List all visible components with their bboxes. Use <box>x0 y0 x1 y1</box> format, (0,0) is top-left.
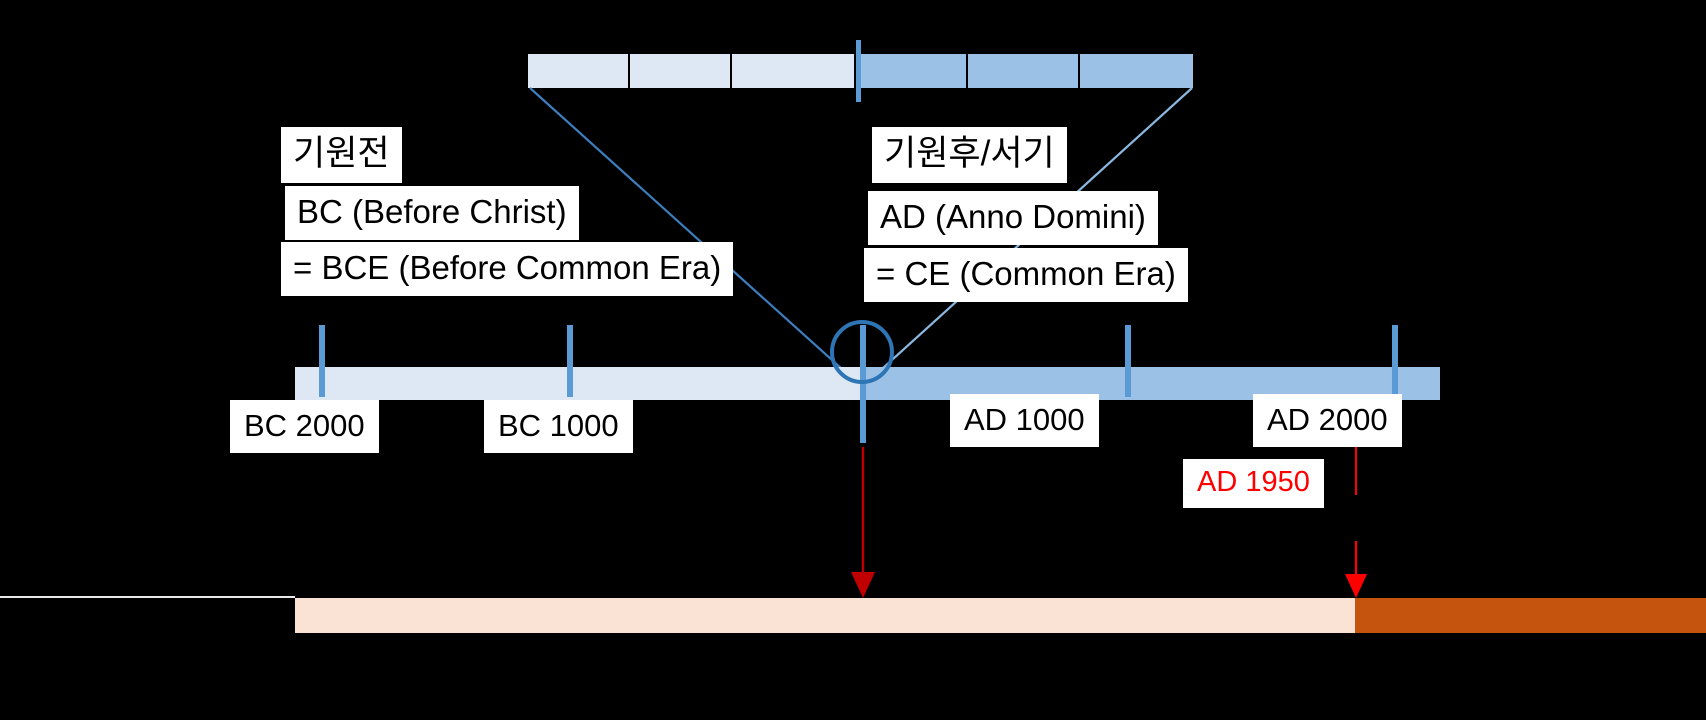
tick-label-bc-1000: BC 1000 <box>484 400 633 453</box>
highlight-label-ad-1950: AD 1950 <box>1183 459 1324 508</box>
timeline-tick-ad-1000 <box>1125 325 1131 397</box>
top-segment-ad-3 <box>1080 54 1193 88</box>
year-zero-circle <box>830 320 894 384</box>
timeline-tick-ad-2000 <box>1392 325 1398 397</box>
top-segment-bc-3 <box>732 54 856 88</box>
era-overview-bar <box>528 54 1193 88</box>
top-segment-bc-1 <box>528 54 630 88</box>
top-segment-ad-2 <box>968 54 1080 88</box>
era-band-after-1950 <box>1355 598 1706 633</box>
timeline-tick-bc-2000 <box>319 325 325 397</box>
callout-bc-line2: = BCE (Before Common Era) <box>281 242 734 296</box>
top-segment-bc-2 <box>630 54 732 88</box>
callout-ad-korean: 기원후/서기 <box>872 127 1067 183</box>
callout-ad-line1: AD (Anno Domini) <box>868 191 1158 245</box>
callout-ad-line2: = CE (Common Era) <box>864 248 1188 302</box>
callout-bc-korean: 기원전 <box>281 127 402 183</box>
tick-label-ad-1000: AD 1000 <box>950 394 1099 447</box>
era-band-before-1950 <box>295 598 1355 633</box>
callout-bc-line1: BC (Before Christ) <box>285 186 579 240</box>
band-baseline-rule <box>0 596 295 598</box>
tick-label-bc-2000: BC 2000 <box>230 400 379 453</box>
timeline-tick-bc-1000 <box>567 325 573 397</box>
top-bar-zero-marker <box>856 40 861 102</box>
ad1950-arrow-head <box>1345 574 1367 598</box>
tick-label-ad-2000: AD 2000 <box>1253 394 1402 447</box>
zero-arrow-head <box>851 572 875 598</box>
timeline-zero-tick <box>860 325 866 443</box>
timeline-bc-segment <box>295 367 863 400</box>
top-segment-ad-1 <box>856 54 968 88</box>
